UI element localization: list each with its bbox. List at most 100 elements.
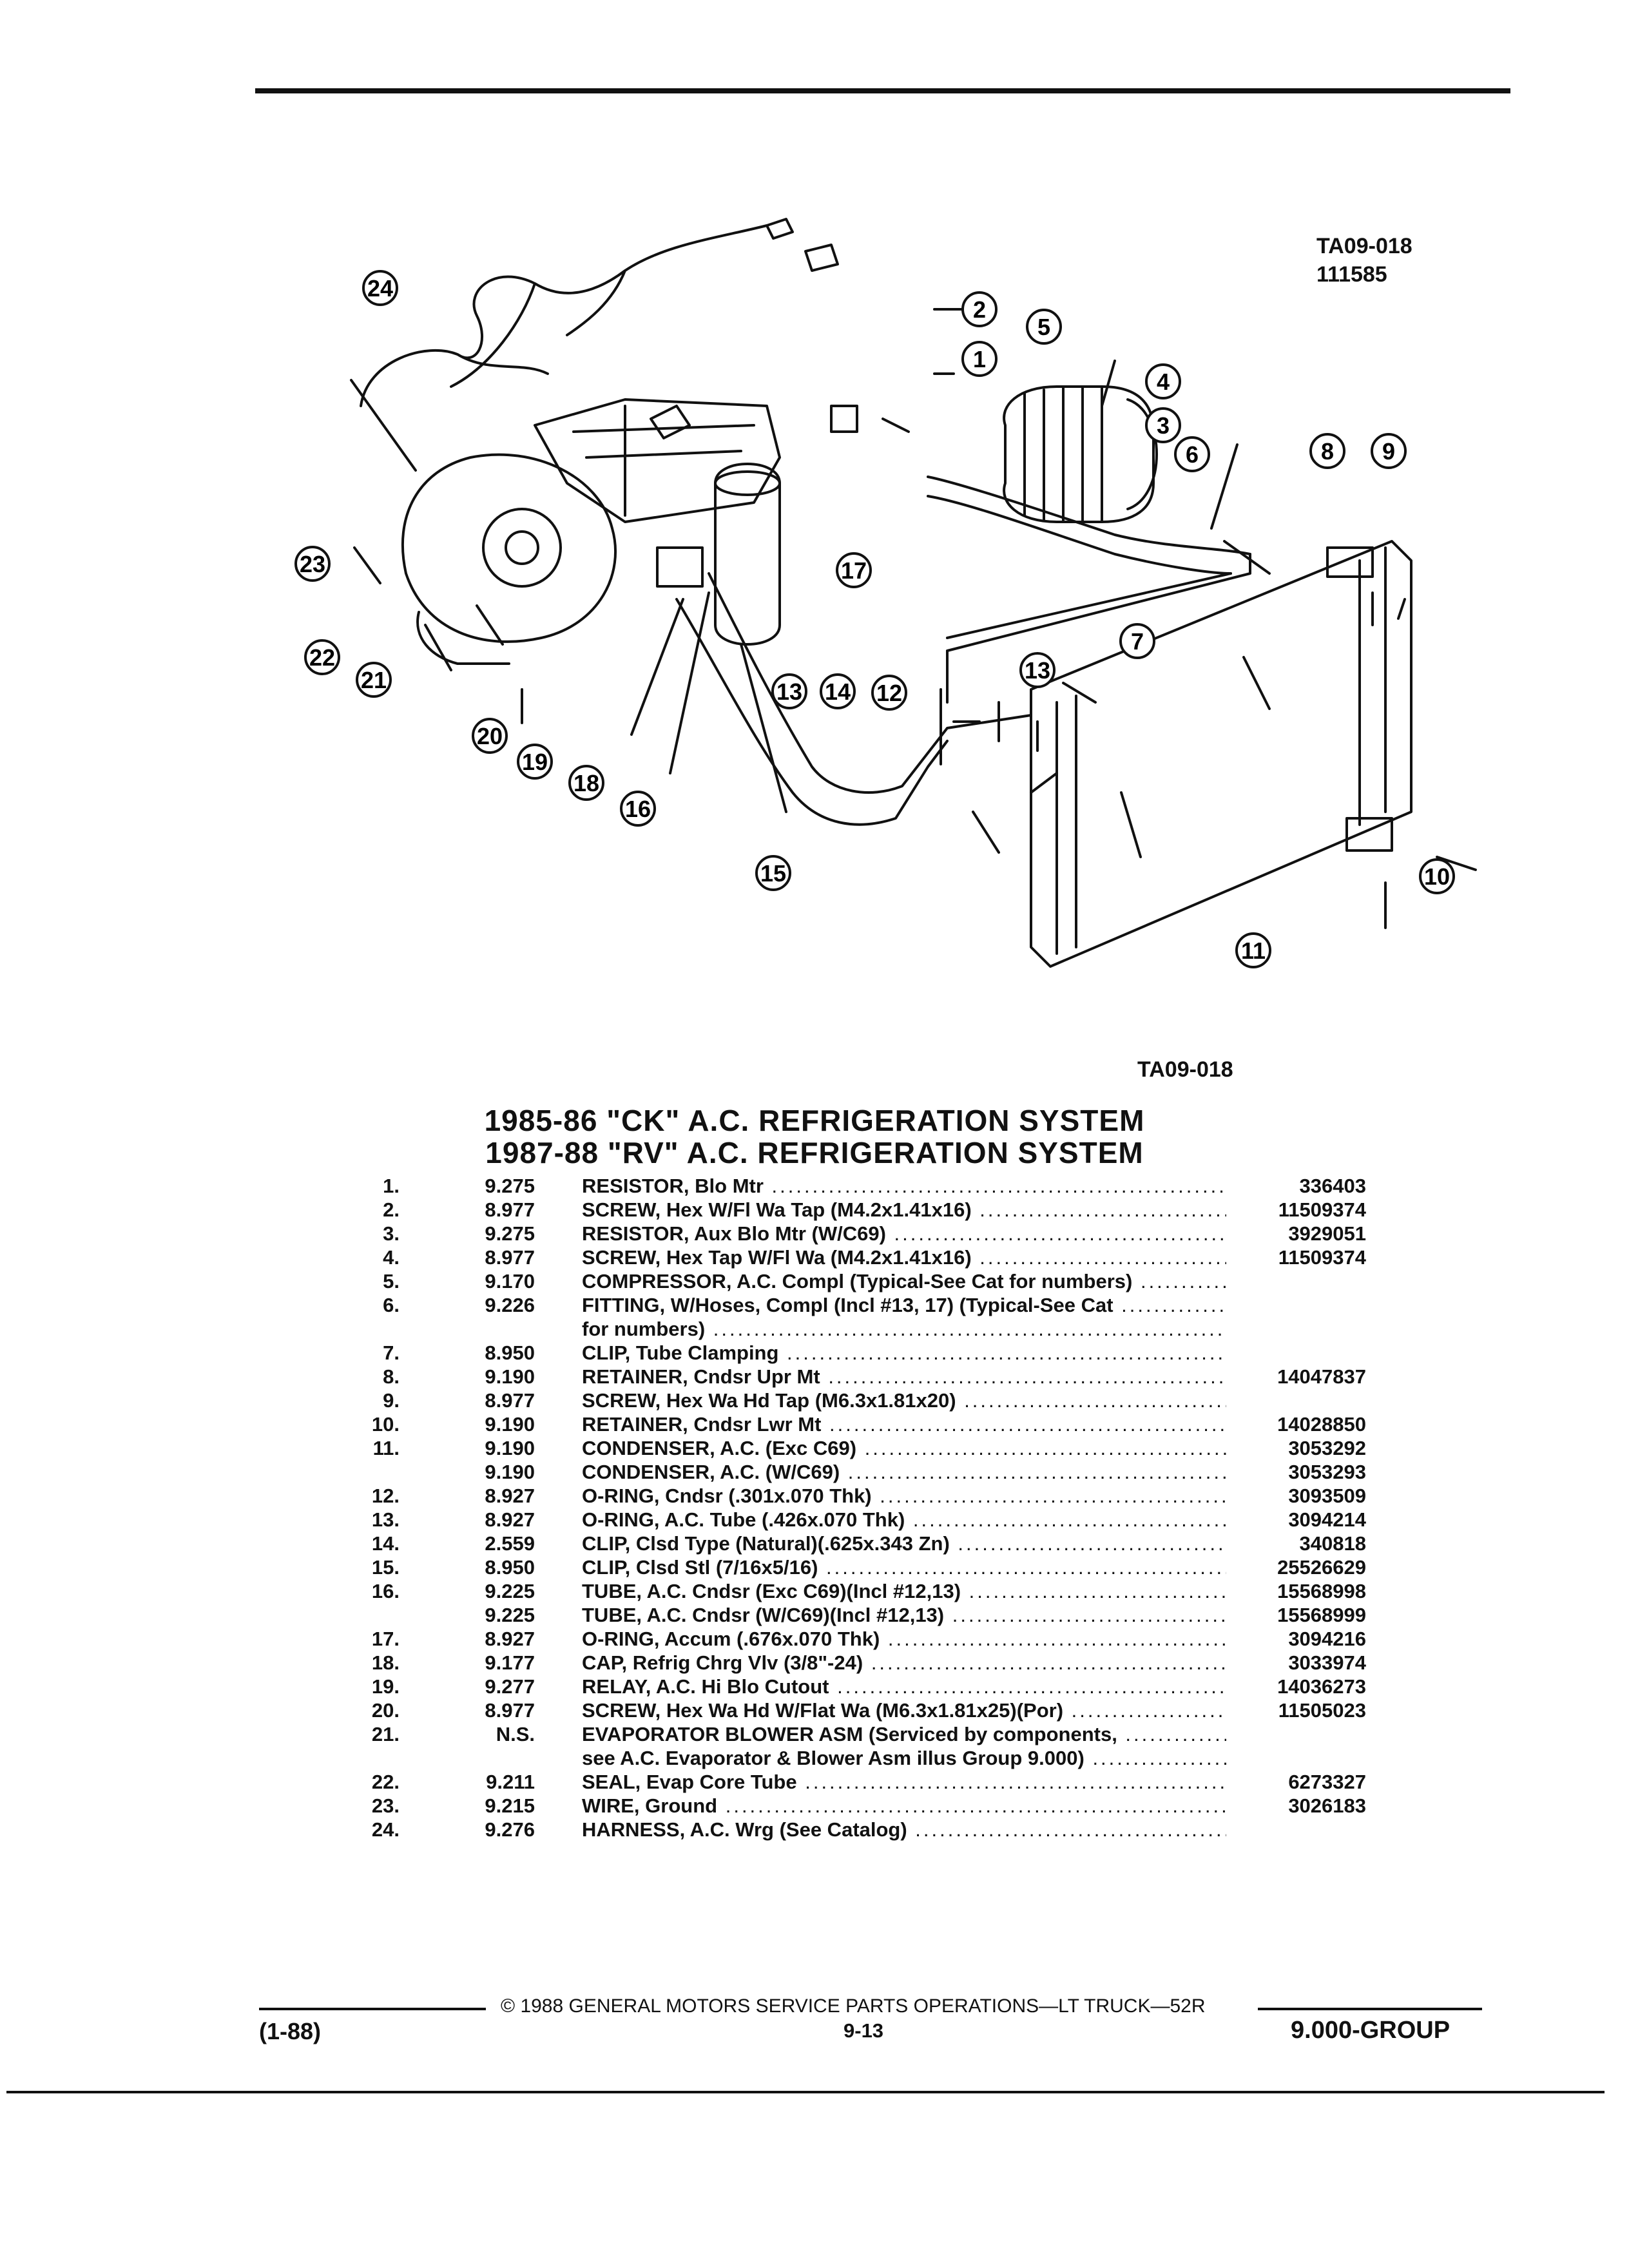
part-name: FITTING, (582, 1294, 666, 1316)
dot-leader: ........................................… (979, 1246, 1226, 1269)
part-description: CONDENSER, A.C. (W/C69) ................… (582, 1460, 1226, 1484)
svg-text:23: 23 (300, 551, 325, 577)
part-name: O-RING, (582, 1485, 660, 1507)
callout-5: 5 (1026, 309, 1062, 345)
part-detail: A.C. Cndsr (W/C69)(Incl #12,13) (642, 1604, 945, 1626)
callout-12: 12 (871, 675, 907, 711)
part-description: EVAPORATOR BLOWER ASM (Serviced by compo… (582, 1722, 1226, 1746)
item-number: 2. (383, 1198, 400, 1221)
part-description: see A.C. Evaporator & Blower Asm illus G… (582, 1746, 1226, 1770)
callout-4: 4 (1145, 363, 1181, 399)
footer-page-number: 9-13 (843, 2019, 884, 2042)
dot-leader: ........................................… (912, 1508, 1226, 1531)
svg-text:4: 4 (1157, 369, 1170, 395)
part-name: EVAPORATOR BLOWER ASM (582, 1723, 863, 1745)
footer-copyright: © 1988 GENERAL MOTORS SERVICE PARTS OPER… (501, 1995, 1206, 2017)
svg-text:16: 16 (625, 796, 651, 822)
dot-leader: ........................................… (915, 1818, 1226, 1841)
item-number: 5. (383, 1270, 400, 1293)
group-number: 9.190 (485, 1365, 535, 1388)
part-name: TUBE, (582, 1580, 642, 1602)
group-number: 9.190 (485, 1437, 535, 1459)
group-number: 9.226 (485, 1294, 535, 1316)
item-number: 13. (371, 1508, 400, 1531)
svg-text:13: 13 (776, 678, 802, 705)
part-detail: A.C. Tube (.426x.070 Thk) (659, 1508, 905, 1531)
part-number: 3093509 (1288, 1485, 1366, 1507)
accumulator-drawing (714, 463, 781, 646)
svg-text:1: 1 (973, 346, 986, 372)
dot-leader: ........................................… (787, 1341, 1226, 1364)
part-name: CLIP, (582, 1532, 631, 1555)
part-detail: (Serviced by components, (863, 1723, 1117, 1745)
footer-rule-right (1258, 2008, 1482, 2010)
part-description: CLIP, Clsd Type (Natural)(.625x.343 Zn) … (582, 1532, 1226, 1555)
part-name: O-RING, (582, 1508, 660, 1531)
part-name: SCREW, (582, 1198, 661, 1221)
callout-1: 1 (961, 341, 998, 377)
part-number: 15568998 (1277, 1580, 1366, 1602)
part-detail: W/Hoses, Compl (Incl #13, 17) (Typical-S… (665, 1294, 1113, 1316)
part-detail: Cndsr (.301x.070 Thk) (659, 1485, 872, 1507)
callout-24: 24 (362, 270, 398, 306)
svg-text:18: 18 (574, 770, 599, 796)
footer-group: 9.000-GROUP (1291, 2017, 1451, 2044)
part-name: CONDENSER, (582, 1437, 715, 1459)
dot-leader: ........................................… (958, 1532, 1226, 1555)
callout-13a: 13 (1019, 652, 1055, 688)
section-title-1: 1985-86 "CK" A.C. REFRIGERATION SYSTEM (484, 1104, 1145, 1137)
dot-leader: ........................................… (829, 1413, 1226, 1436)
list-item: see A.C. Evaporator & Blower Asm illus G… (361, 1746, 1366, 1770)
part-number: 14036273 (1277, 1675, 1366, 1698)
svg-text:20: 20 (477, 723, 503, 749)
group-number: 9.225 (485, 1580, 535, 1602)
callout-10: 10 (1419, 858, 1455, 894)
item-number: 1. (383, 1175, 400, 1197)
part-number: 14047837 (1277, 1365, 1366, 1388)
item-number: 9. (383, 1389, 400, 1412)
svg-text:5: 5 (1037, 314, 1050, 340)
part-name: SCREW, (582, 1699, 661, 1722)
part-detail: Hex Tap W/Fl Wa (M4.2x1.41x16) (660, 1246, 972, 1269)
item-number: 10. (371, 1413, 400, 1436)
part-description: RESISTOR, Aux Blo Mtr (W/C69) ..........… (582, 1222, 1226, 1245)
part-detail: Aux Blo Mtr (W/C69) (689, 1222, 886, 1245)
callout-7: 7 (1119, 623, 1155, 659)
dot-leader: ........................................… (828, 1365, 1226, 1388)
part-detail: Evap Core Tube (641, 1771, 797, 1793)
part-name: RETAINER, (582, 1413, 688, 1436)
svg-text:19: 19 (522, 749, 548, 775)
callout-19: 19 (517, 744, 553, 780)
part-detail: Refrig Chrg Vlv (3/8"-24) (627, 1651, 863, 1674)
part-description: SCREW, Hex Wa Hd Tap (M6.3x1.81x20) ....… (582, 1389, 1226, 1412)
group-number: 9.276 (485, 1818, 535, 1841)
part-description: CONDENSER, A.C. (Exc C69) ..............… (582, 1436, 1226, 1460)
part-name: SCREW, (582, 1246, 661, 1269)
svg-text:17: 17 (841, 557, 867, 584)
part-detail: Hex Wa Hd Tap (M6.3x1.81x20) (660, 1389, 956, 1412)
callout-23: 23 (294, 546, 331, 582)
part-name: TUBE, (582, 1604, 642, 1626)
svg-text:9: 9 (1382, 438, 1395, 465)
svg-text:7: 7 (1131, 628, 1144, 655)
group-number: 8.977 (485, 1699, 535, 1722)
part-detail: Clsd Type (Natural)(.625x.343 Zn) (630, 1532, 950, 1555)
dot-leader: ........................................… (1125, 1723, 1226, 1745)
dot-leader: ........................................… (1071, 1699, 1226, 1722)
part-number: 3094216 (1288, 1628, 1366, 1650)
dot-leader: ........................................… (979, 1198, 1226, 1221)
dot-leader: ........................................… (1140, 1270, 1226, 1293)
part-description: SCREW, Hex Wa Hd W/Flat Wa (M6.3x1.81x25… (582, 1698, 1226, 1722)
svg-text:8: 8 (1321, 438, 1334, 465)
part-number: 11505023 (1278, 1699, 1366, 1722)
part-detail: A.C. Hi Blo Cutout (651, 1675, 829, 1698)
part-detail: Clsd Stl (7/16x5/16) (630, 1556, 818, 1579)
